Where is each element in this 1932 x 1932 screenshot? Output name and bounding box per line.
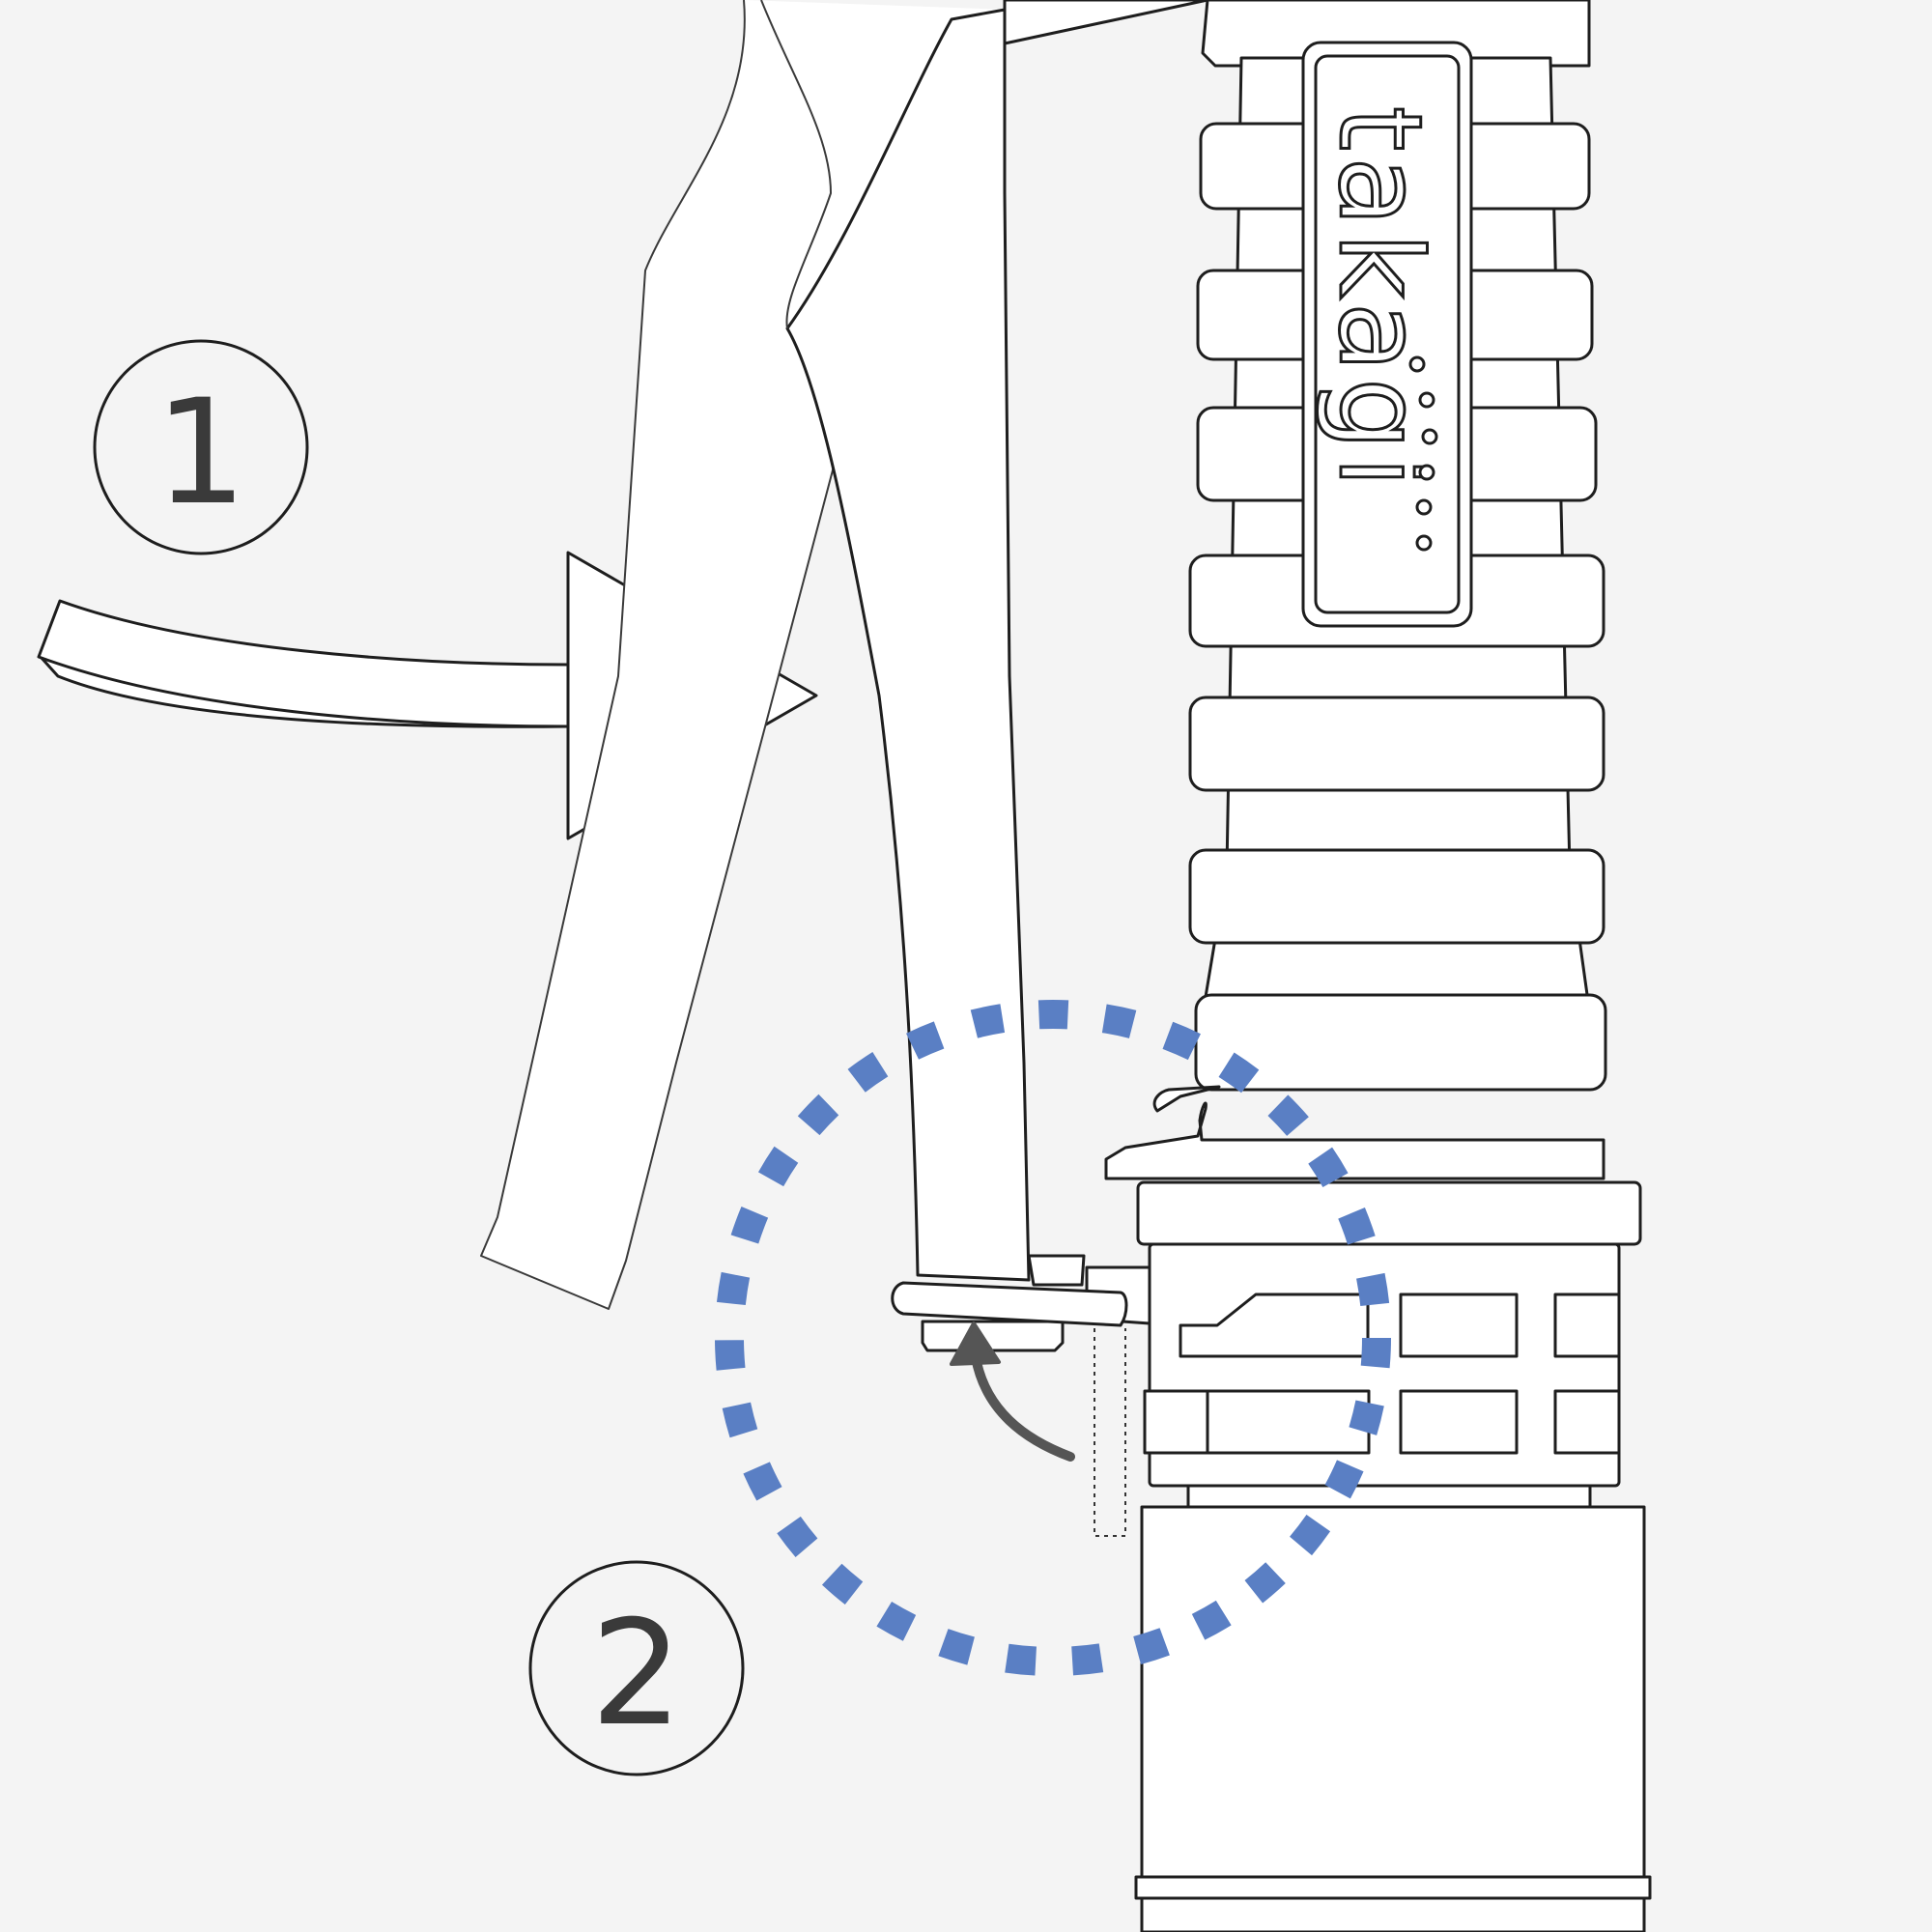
indicator-dots <box>1408 355 1438 552</box>
highlight-circle <box>715 1000 1391 1676</box>
step-2-marker: 2 <box>528 1560 745 1776</box>
step-1-marker: 1 <box>93 339 309 555</box>
step-2-label: 2 <box>590 1590 682 1758</box>
hose <box>480 0 1031 1310</box>
hose-clip <box>891 1254 1151 1537</box>
hose-nozzle: takagi <box>1003 0 1652 1932</box>
step-1-label: 1 <box>155 369 246 537</box>
right-arrow-shaft <box>37 599 570 728</box>
curved-up-arrow-icon <box>950 1321 1075 1462</box>
